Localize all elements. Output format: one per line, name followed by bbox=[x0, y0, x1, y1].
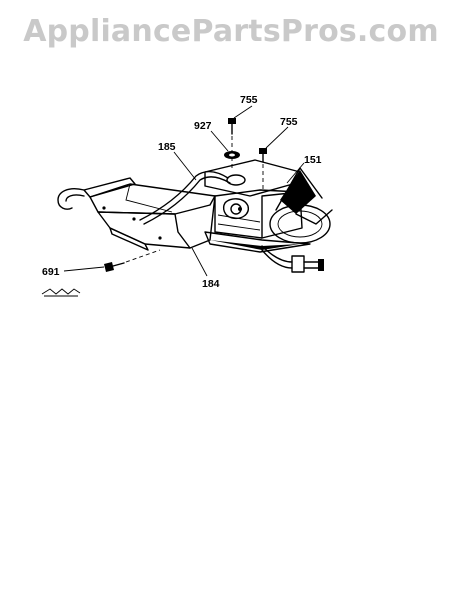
mounting-bracket-184 bbox=[89, 183, 216, 251]
motor-151 bbox=[214, 167, 333, 244]
callout-185: 185 bbox=[158, 141, 176, 153]
callout-755-right: 755 bbox=[280, 116, 298, 128]
callout-151: 151 bbox=[304, 154, 322, 166]
base-plate bbox=[204, 231, 311, 253]
callout-184: 184 bbox=[202, 278, 220, 290]
callout-691: 691 bbox=[42, 266, 60, 278]
screw-755-right bbox=[259, 148, 267, 190]
screw-755-top bbox=[228, 118, 236, 168]
screw-691 bbox=[104, 249, 161, 272]
part-id-stamp bbox=[41, 288, 81, 297]
callout-755-top: 755 bbox=[240, 94, 258, 106]
wire-harness bbox=[261, 245, 324, 273]
leader-lines bbox=[63, 105, 305, 277]
callout-927: 927 bbox=[194, 120, 212, 132]
washer-927 bbox=[224, 151, 240, 159]
wire-rod-185 bbox=[139, 171, 231, 225]
hook-bracket bbox=[57, 177, 136, 210]
watermark: AppliancePartsPros.com bbox=[23, 14, 439, 49]
